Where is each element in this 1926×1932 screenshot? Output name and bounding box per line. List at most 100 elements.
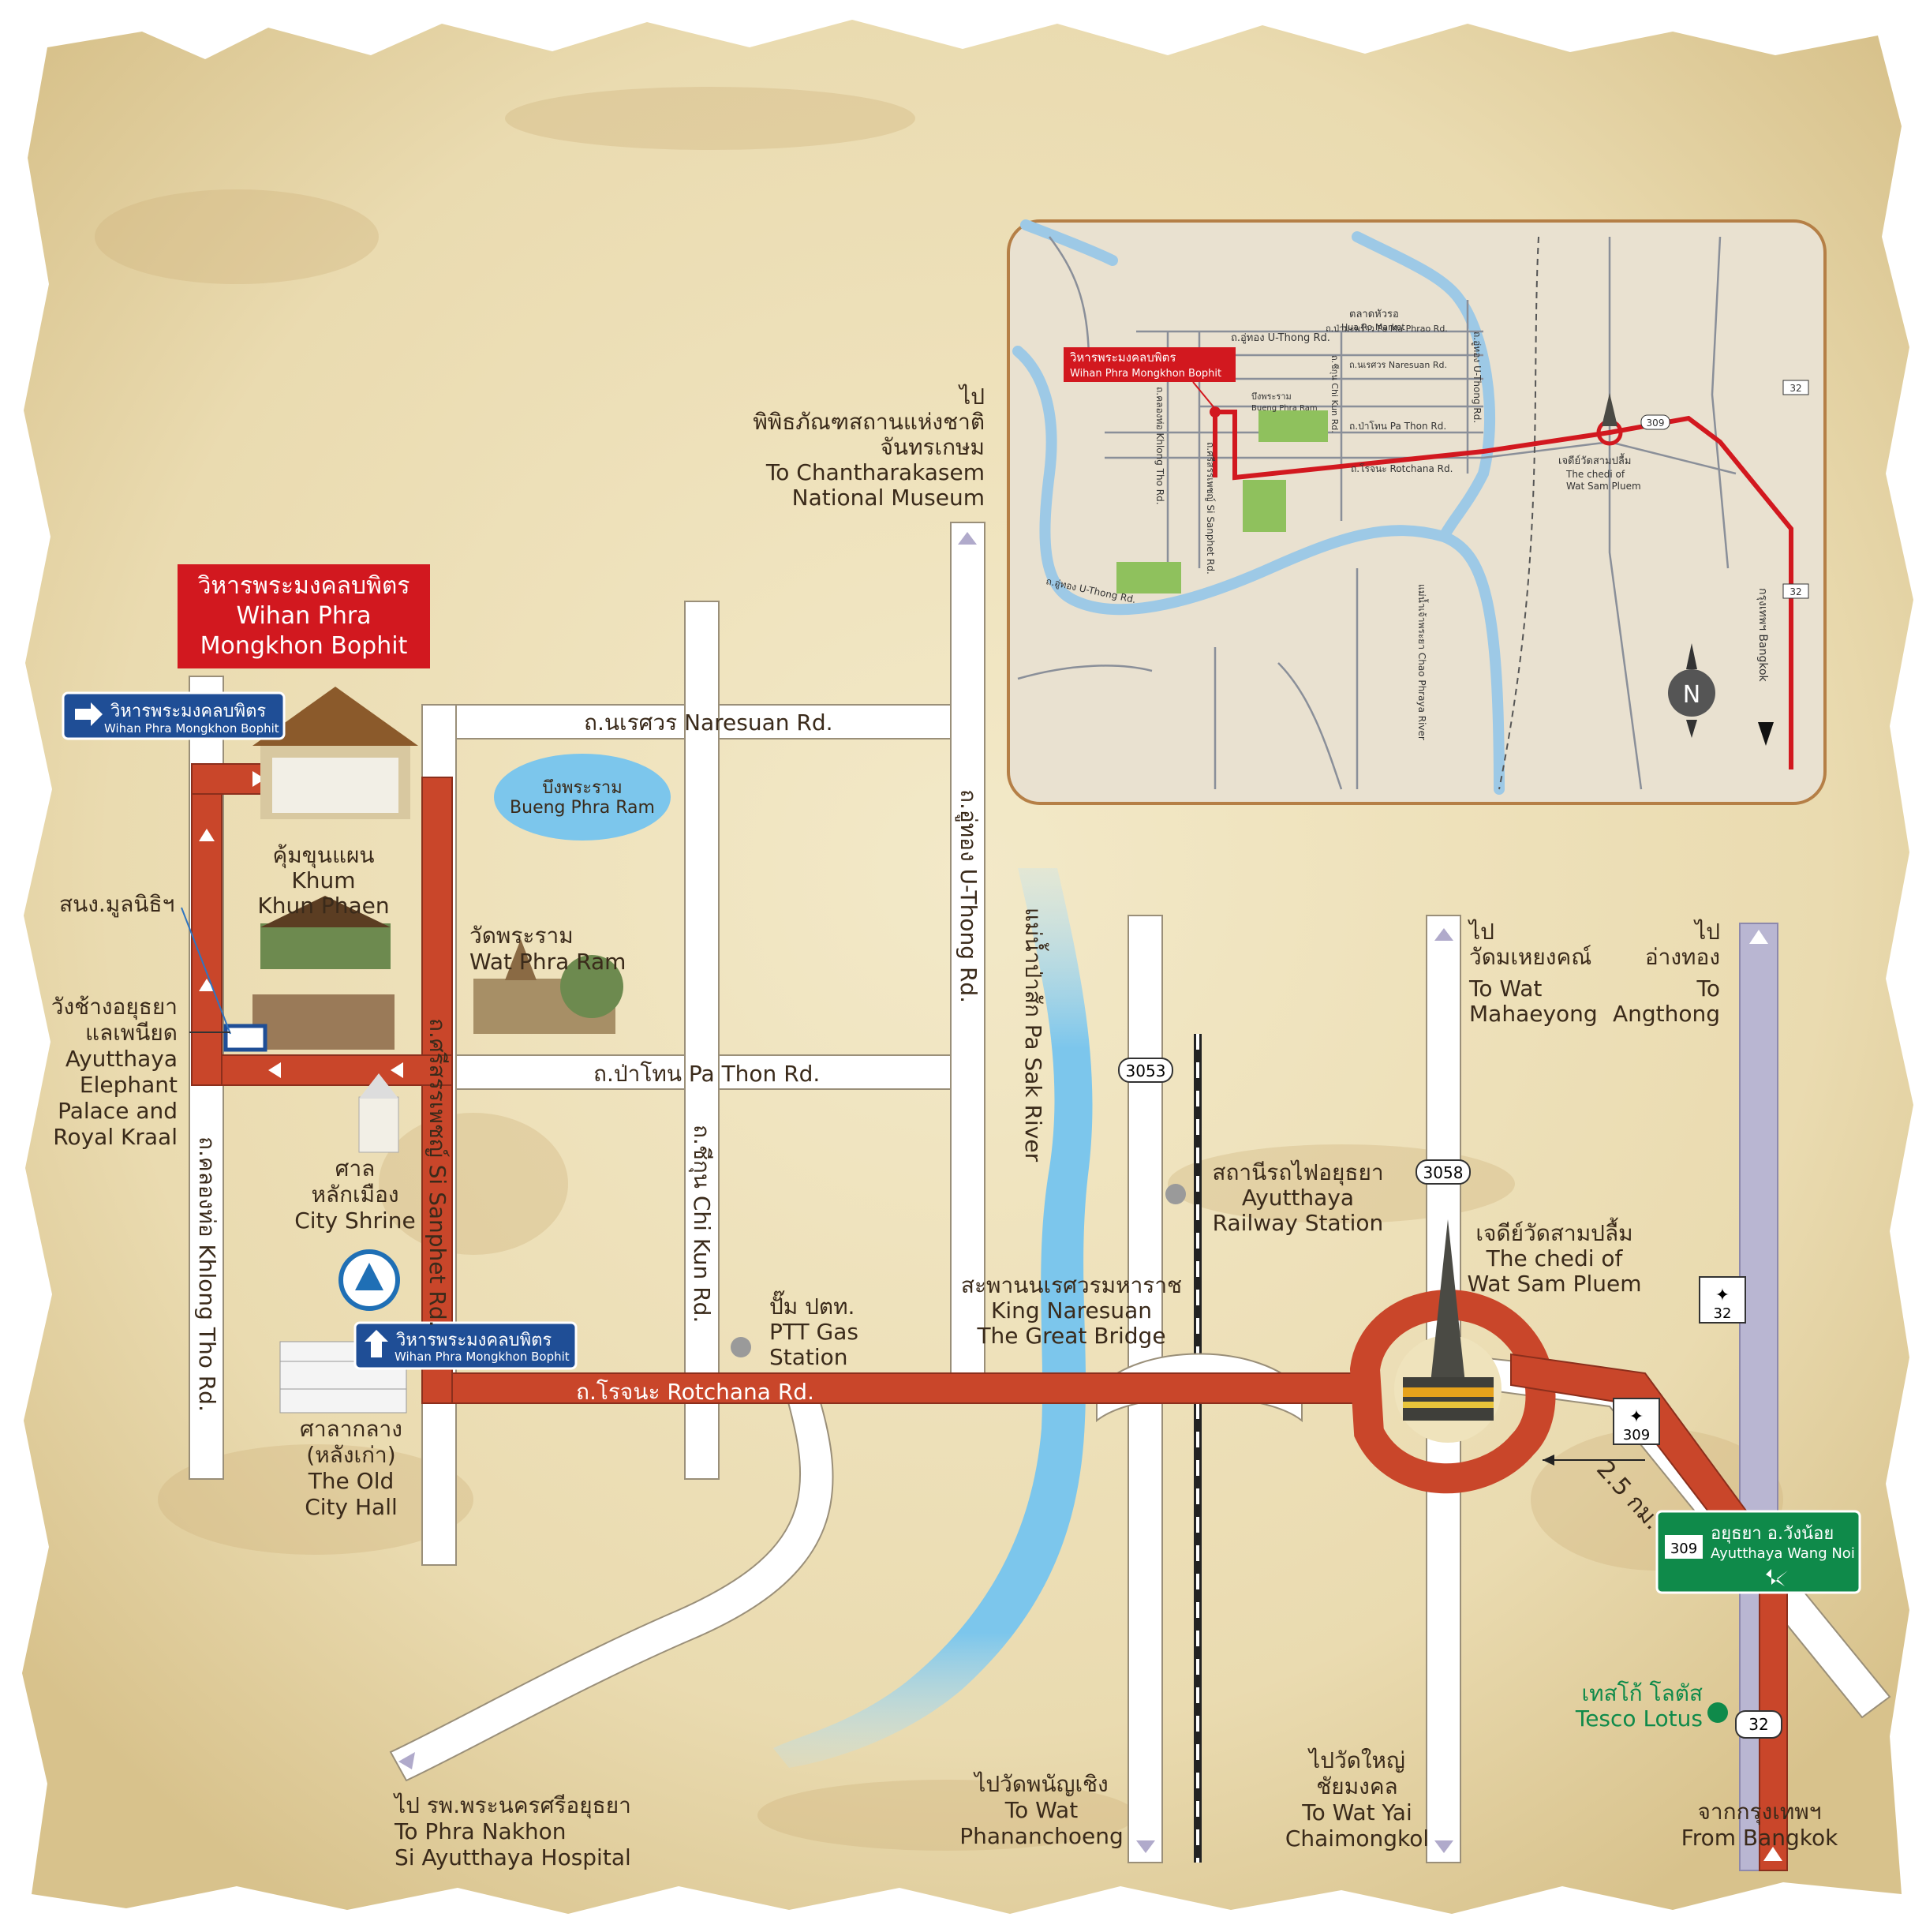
wihan-temple-image [252,687,418,819]
place-labels: บึงพระราม Bueng Phra Ram วัดพระราม Wat P… [51,778,1703,1732]
svg-text:309: 309 [1647,417,1665,429]
khum-khun-phaen-th: คุ้มขุนแผน [272,842,374,869]
ayutthaya-wang-noi-sign: 309 อยุธยา อ.วังน้อย Ayutthaya Wang Noi [1655,1510,1861,1594]
ptt-en2: Station [769,1344,848,1370]
right-arrow-icon [252,771,265,787]
tesco-th: เทสโก้ โลตัส [1582,1680,1703,1706]
bueng-phra-ram-en: Bueng Phra Ram [510,798,655,818]
direction-arrows [199,532,1782,1861]
inset-bangkok: กรุงเทพฯ Bangkok [1756,588,1769,683]
elephant-palace-image [223,994,395,1052]
tesco-lotus-dot [1707,1702,1728,1723]
wat-phra-ram-th: วัดพระราม [469,923,574,949]
mahaeyong-l2: วัดมเหยงคณ์ [1469,944,1591,970]
elephant-palace-en1: Ayutthaya [65,1046,178,1072]
inset-shields: 32 309 32 [1640,380,1809,599]
mulanithi-leader [181,907,231,1035]
tesco-en: Tesco Lotus [1575,1705,1703,1732]
phananchoeng-l2: To Wat [1004,1797,1078,1823]
left-arrow-icon [1543,1455,1554,1466]
city-shrine-image [358,1073,399,1153]
yai-chaimongkol-l4: Chaimongkol [1285,1825,1429,1852]
svg-text:3058: 3058 [1423,1163,1464,1182]
inset-khlong-tho: ถ.คลองท่อ Khlong Tho Rd. [1154,387,1165,505]
inset-chedi-icon [1602,393,1617,426]
inset-rivers [1012,219,1505,795]
old-city-hall-en2: City Hall [305,1494,398,1520]
route-roundabout [1349,1290,1556,1494]
route-si-sanphet [421,777,453,1404]
railway-th: สถานีรถไฟอยุธยา [1212,1159,1383,1186]
old-city-hall-th1: ศาลากลาง [300,1416,402,1442]
wihan-sign-top-english: Wihan Phra Mongkhon Bophit [104,721,279,736]
shield-32-bottom: 32 [1735,1710,1782,1739]
yai-chaimongkol-l1: ไปวัดใหญ่ [1307,1747,1405,1773]
route-shields: 3053 3058 ✦ 32 ✦ 309 32 [1118,1058,1782,1739]
bridge-th: สะพานนเรศวรมหาราช [961,1272,1182,1298]
svg-text:3053: 3053 [1126,1061,1166,1080]
elephant-palace-en4: Royal Kraal [53,1124,178,1150]
inset-wihan-callout: วิหารพระมงคลบพิตร Wihan Phra Mongkhon Bo… [1064,347,1236,410]
inset-overview-map: วิหารพระมงคลบพิตร Wihan Phra Mongkhon Bo… [1007,219,1827,805]
khum-khun-phaen-en2: Khun Phaen [257,893,389,919]
si-sanphet-road-label: ถ.ศรีสรรเพชญ์ Si Sanphet Rd. [424,1018,451,1327]
svg-text:309: 309 [1623,1427,1650,1443]
angthong-l1: ไป [1693,919,1720,945]
chedi-en1: The chedi of [1486,1245,1624,1271]
title-thai: วิหารพระมงคลบพิตร [197,572,410,600]
elephant-palace-th2: แลเพนียด [85,1020,178,1046]
up-arrow-icon [365,1330,388,1357]
inset-pa-thon: ถ.ป่าโทน Pa Thon Rd. [1349,421,1446,432]
phananchoeng-l3: Phananchoeng [959,1823,1123,1849]
museum-l5: National Museum [792,485,985,511]
svg-text:32: 32 [1748,1715,1768,1734]
ptt-en1: PTT Gas [769,1319,858,1345]
railway-en1: Ayutthaya [1242,1185,1354,1211]
bridge-en2: The Great Bridge [976,1323,1165,1349]
wihan-sign-bottom-thai: วิหารพระมงคลบพิตร [395,1331,552,1350]
khum-khun-phaen-image [260,896,391,969]
inset-pa-maphrao: ถ.ป่ามะพร้าว Pa Ma Phrao Rd. [1326,324,1448,334]
inset-north-compass: N [1668,643,1715,738]
bangkok-l2: From Bangkok [1681,1825,1839,1851]
up-arrow-icon [199,829,215,841]
hospital-l3: Si Ayutthaya Hospital [395,1844,631,1870]
museum-l2: พิพิธภัณฑสถานแห่งชาติ [753,409,985,435]
khlong-tho-road-label: ถ.คลองท่อ Khlong Tho Rd. [194,1136,220,1412]
pa-thon-road-label: ถ.ป่าโทน Pa Thon Rd. [593,1061,820,1087]
inset-naresuan: ถ.นเรศวร Naresuan Rd. [1349,360,1447,370]
down-arrow-icon [1434,1840,1453,1853]
route-rotchana [421,1372,1366,1404]
wat-phra-ram-en: Wat Phra Ram [469,949,626,975]
inset-market-en: Hua Ro Market [1341,322,1405,332]
museum-l4: To Chantharakasem [765,459,985,485]
tourism-authority-logo [338,1249,400,1311]
city-shrine-en: City Shrine [294,1208,416,1234]
wihan-sign-top-thai: วิหารพระมงคลบพิตร [110,702,266,721]
old-city-hall-th2: (หลังเก่า) [306,1442,395,1468]
recommended-route [191,763,1788,1871]
elephant-palace-th1: วังช้างอยุธยา [51,994,178,1020]
pa-sak-river [773,868,1093,1768]
up-arrow-icon [199,979,215,991]
inset-chedi-th: เจดีย์วัดสามปลื้ม [1558,453,1631,467]
hospital-l1: ไป รพ.พระนครศรีอยุธยา [393,1792,631,1819]
shield-309: ✦ 309 [1613,1398,1660,1445]
svg-text:32: 32 [1789,383,1801,394]
road-labels: ถ.นเรศวร Naresuan Rd. ถ.ป่าโทน Pa Thon R… [194,710,1049,1412]
bridge-en1: King Naresuan [991,1297,1152,1324]
destination-labels: ไป พิพิธภัณฑสถานแห่งชาติ จันทรเกษม To Ch… [393,384,1838,1870]
chi-kun-road-label: ถ.ชีกุน Chi Kun Rd. [688,1125,715,1323]
chedi-en2: Wat Sam Pluem [1468,1271,1642,1297]
garuda-icon: ✦ [1715,1286,1730,1305]
wihan-sign-bottom-english: Wihan Phra Mongkhon Bophit [395,1350,570,1364]
angthong-l2: อ่างทอง [1645,944,1720,970]
title-badge: วิหารพระมงคลบพิตร Wihan Phra Mongkhon Bo… [178,564,430,668]
title-english-2: Mongkhon Bophit [200,632,408,660]
route-khlong-tho [191,763,223,1086]
u-thong-road [950,522,985,1383]
yai-chaimongkol-l3: To Wat Yai [1301,1799,1412,1825]
down-arrow-icon [1758,722,1774,746]
chedi-wat-sam-pluem-image [1403,1219,1494,1421]
